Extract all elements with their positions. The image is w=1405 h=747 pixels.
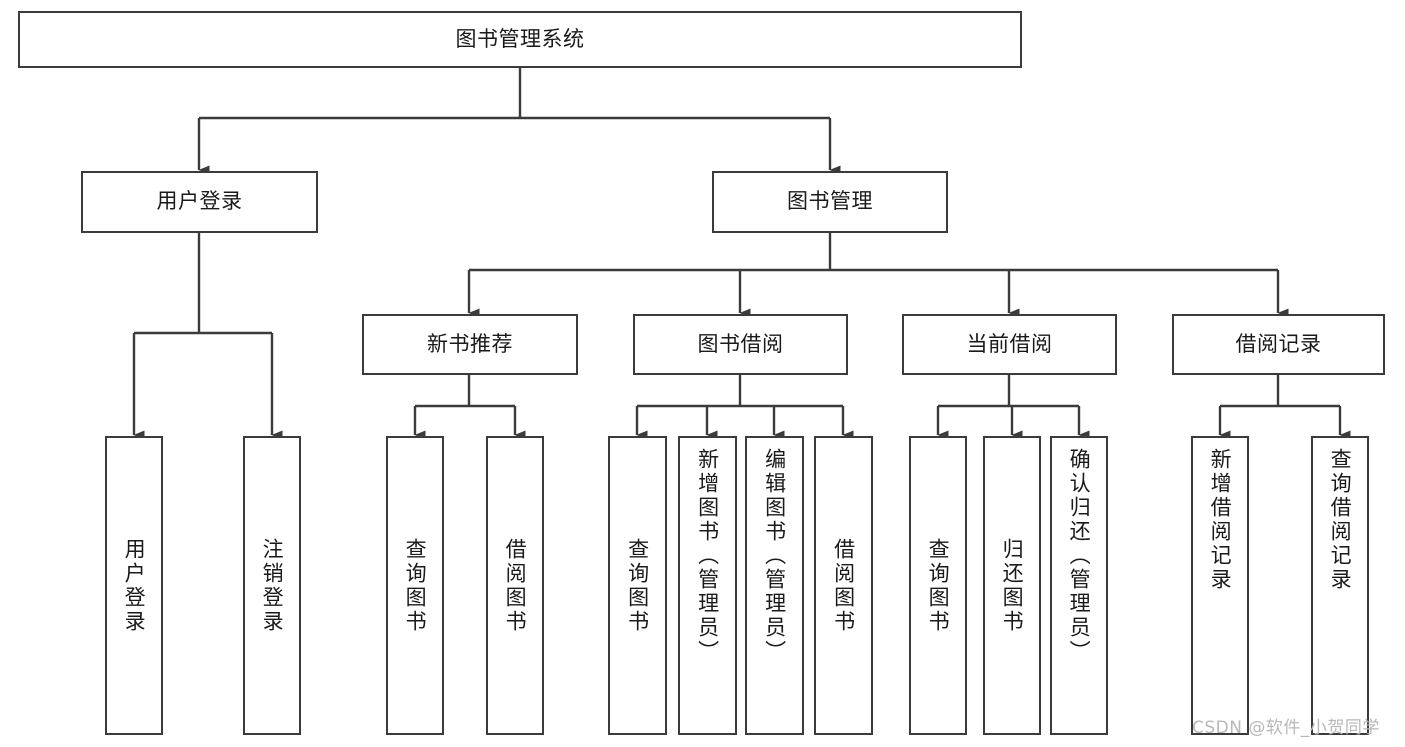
node-label: 用户登录 (156, 189, 243, 214)
node-new-book-recommend[interactable]: 新书推荐 (362, 314, 578, 375)
node-leaf-query-record[interactable]: 查询借阅记录 (1311, 436, 1369, 735)
node-leaf-user-login[interactable]: 用户登录 (105, 436, 163, 735)
node-current-borrow[interactable]: 当前借阅 (902, 314, 1117, 375)
node-label: 借阅图书 (831, 537, 856, 634)
node-label: 归还图书 (1000, 537, 1025, 634)
node-leaf-borrow-book-2[interactable]: 借阅图书 (814, 436, 873, 735)
node-label: 查询图书 (625, 537, 650, 634)
node-book-borrow[interactable]: 图书借阅 (633, 314, 848, 375)
watermark-text: CSDN @软件_小贺同学 (1192, 718, 1380, 738)
node-leaf-confirm-return[interactable]: 确认归还（管理员） (1050, 436, 1108, 735)
node-leaf-add-book[interactable]: 新增图书（管理员） (678, 436, 737, 735)
node-label: 编辑图书（管理员） (762, 448, 787, 664)
node-label: 当前借阅 (966, 331, 1053, 356)
node-label: 图书管理 (787, 189, 873, 214)
node-root[interactable]: 图书管理系统 (18, 11, 1022, 68)
node-label: 新增借阅记录 (1208, 448, 1233, 592)
node-label: 借阅记录 (1235, 331, 1322, 356)
node-label: 借阅图书 (503, 537, 528, 634)
node-leaf-user-logout[interactable]: 注销登录 (243, 436, 301, 735)
node-leaf-return-book[interactable]: 归还图书 (983, 436, 1041, 735)
node-leaf-edit-book[interactable]: 编辑图书（管理员） (745, 436, 804, 735)
node-leaf-query-book-3[interactable]: 查询图书 (909, 436, 967, 735)
node-label: 查询图书 (403, 537, 428, 634)
node-label: 新增图书（管理员） (695, 448, 720, 664)
node-label: 图书借阅 (697, 331, 784, 356)
node-leaf-query-book-2[interactable]: 查询图书 (608, 436, 667, 735)
node-book-manage[interactable]: 图书管理 (712, 171, 948, 233)
node-label: 新书推荐 (427, 331, 513, 356)
node-label: 用户登录 (122, 537, 147, 634)
node-label: 查询图书 (926, 537, 951, 634)
node-leaf-borrow-book-1[interactable]: 借阅图书 (486, 436, 544, 735)
node-leaf-add-record[interactable]: 新增借阅记录 (1191, 436, 1249, 735)
node-leaf-query-book-1[interactable]: 查询图书 (386, 436, 444, 735)
node-user-login[interactable]: 用户登录 (81, 171, 318, 233)
node-label: 确认归还（管理员） (1067, 448, 1092, 664)
node-label: 查询借阅记录 (1328, 448, 1353, 592)
node-label: 图书管理系统 (455, 26, 585, 51)
connector-lines (132, 68, 1351, 440)
node-label: 注销登录 (260, 537, 285, 634)
node-borrow-record[interactable]: 借阅记录 (1172, 314, 1385, 375)
